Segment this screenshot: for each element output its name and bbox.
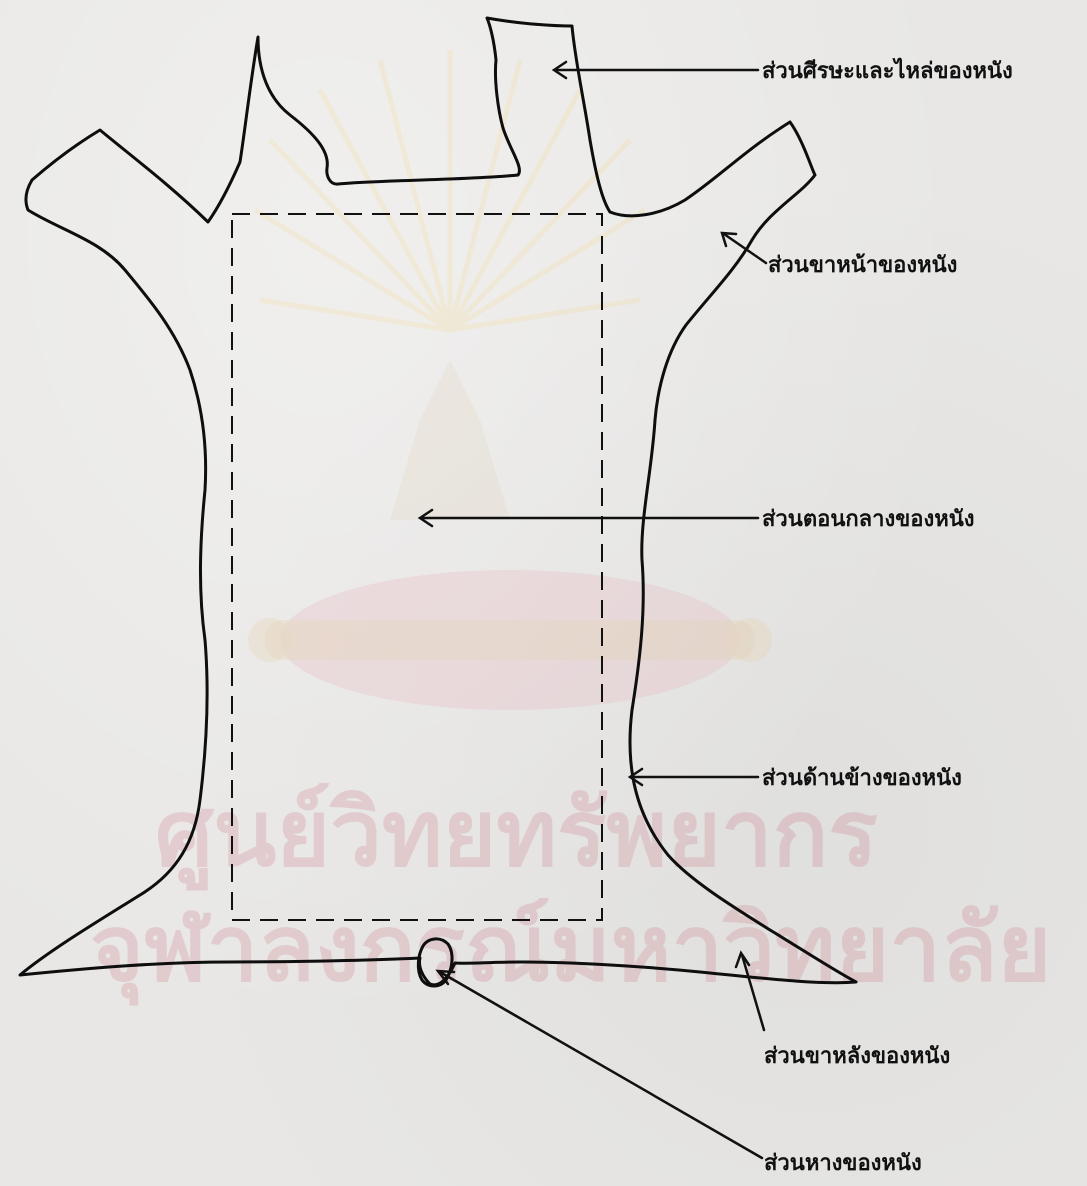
label-hindleg: ส่วนขาหลังของหนัง xyxy=(764,1043,950,1069)
watermark-line-2: จุฬาลงกรณ์มหาวิทยาลัย xyxy=(90,895,1051,1006)
label-center: ส่วนตอนกลางของหนัง xyxy=(762,506,975,532)
watermark-line-1: ศูนย์วิทยทรัพยากร xyxy=(155,780,878,891)
label-foreleg: ส่วนขาหน้าของหนัง xyxy=(768,252,957,278)
arrow-foreleg xyxy=(724,234,766,263)
label-head-shoulder: ส่วนศีรษะและไหล่ของหนัง xyxy=(762,57,1013,84)
label-tail: ส่วนหางของหนัง xyxy=(764,1150,922,1176)
label-side: ส่วนด้านข้างของหนัง xyxy=(762,765,962,791)
